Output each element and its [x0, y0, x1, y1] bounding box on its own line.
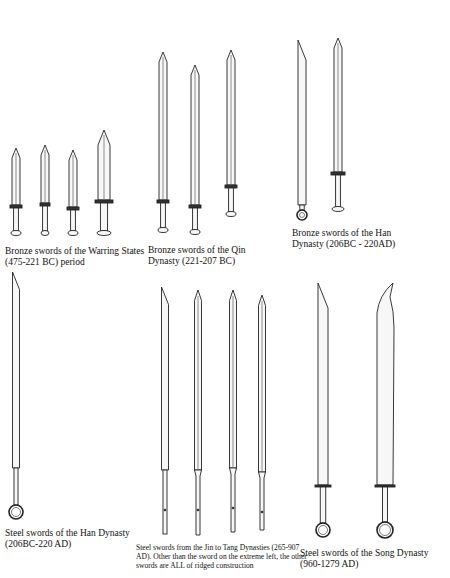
sword-blade — [159, 52, 167, 200]
sword — [315, 283, 331, 537]
sword-grip — [43, 206, 48, 231]
sword-tang — [230, 468, 237, 532]
sword-grip — [336, 175, 341, 207]
sword-pommel — [97, 231, 111, 236]
sword — [157, 52, 169, 233]
ring-pommel — [316, 523, 330, 537]
sword-blade — [191, 65, 199, 205]
sword — [225, 50, 237, 217]
sword-tang — [163, 470, 167, 534]
sword — [195, 290, 202, 535]
caption: Steel swords of the Han Dynasty (206BC-2… — [5, 528, 133, 551]
sword — [375, 283, 395, 538]
sword-tang — [320, 487, 326, 523]
ring-pommel — [297, 210, 307, 220]
sword — [162, 287, 169, 534]
blade-ridge — [195, 70, 196, 204]
blade-ridge — [198, 296, 199, 469]
sword-blade — [334, 38, 342, 172]
blade-ridge — [233, 296, 234, 467]
ring-pommel-inner — [12, 508, 21, 517]
blade-ridge — [163, 57, 164, 199]
blade-ridge — [16, 153, 17, 204]
blade-ridge — [262, 301, 263, 471]
sword — [189, 65, 201, 235]
blade-ridge — [73, 155, 74, 206]
sword-blade — [12, 148, 20, 205]
blade-ridge — [338, 43, 339, 171]
sword-blade — [162, 287, 169, 470]
sword — [259, 295, 266, 530]
ring-pommel-inner — [300, 213, 305, 218]
sword-pommel — [41, 231, 49, 236]
sword-blade — [230, 290, 237, 468]
sword-blade — [377, 283, 394, 485]
caption: Bronze swords of the Qin Dynasty (221-20… — [148, 245, 270, 268]
sword-grip — [193, 208, 198, 230]
ring-pommel — [377, 522, 393, 538]
ring-pommel-inner — [380, 525, 391, 536]
ring-pommel — [9, 505, 23, 519]
sword — [67, 150, 79, 236]
sword-tang — [195, 470, 202, 535]
caption: Bronze swords of the Warring States (475… — [5, 246, 155, 269]
sword — [297, 40, 307, 220]
caption: Bronze swords of the Han Dynasty (206BC … — [292, 228, 410, 251]
sword-blade — [195, 290, 202, 470]
sword-pommel — [11, 231, 21, 236]
sword-grip — [229, 188, 234, 212]
sword — [331, 38, 345, 212]
sword-tang — [14, 468, 18, 505]
sword — [95, 130, 113, 236]
caption: Steel swords of the Song Dynasty (960-12… — [300, 548, 445, 571]
sword-grip — [71, 210, 76, 231]
tang-hole — [261, 511, 263, 513]
sword-pommel — [332, 207, 344, 212]
sword-grip — [100, 203, 107, 231]
sword-blade — [41, 145, 49, 203]
sword-blade — [259, 295, 266, 472]
blade-ridge — [231, 55, 232, 184]
sword-pommel — [190, 230, 200, 235]
sword-grip — [14, 208, 19, 231]
tang-hole — [197, 509, 199, 511]
sword-blade — [227, 50, 235, 185]
sword-pommel — [226, 212, 236, 217]
sword-pommel — [158, 228, 168, 233]
blade-ridge — [104, 135, 105, 199]
sword-blade — [318, 283, 328, 485]
tang-hole — [232, 507, 234, 509]
sword-blade — [298, 40, 306, 205]
sword-blade — [13, 272, 20, 468]
sword-tang — [259, 472, 266, 530]
sword-blade — [98, 130, 110, 200]
ring-pommel-inner — [319, 526, 328, 535]
sword-grip — [383, 487, 388, 522]
sword — [9, 272, 23, 519]
sword-blade — [69, 150, 77, 207]
tang-hole — [164, 509, 166, 511]
sword — [40, 145, 50, 236]
sword — [230, 290, 237, 532]
sword — [10, 148, 22, 236]
sword-grip — [161, 203, 166, 228]
sword-pommel — [68, 231, 78, 236]
caption: Steel swords from the Jin to Tang Dynast… — [136, 543, 314, 570]
blade-ridge — [45, 150, 46, 202]
